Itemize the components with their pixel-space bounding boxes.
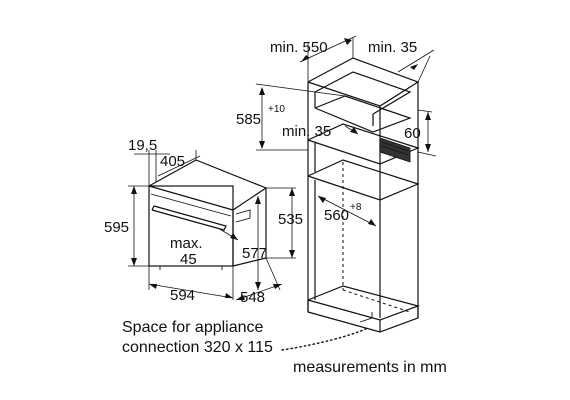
oven-door-handle [151,205,227,231]
cabinet-depth-label: min. 35 [368,39,417,56]
dim-oven-height: 595 [104,185,149,267]
niche-width-tolerance: +8 [350,202,362,213]
oven-depth-label: 548 [240,289,265,306]
dim-door-height: 577 [242,196,267,290]
connection-note-line2: connection 320 x 115 [122,339,273,356]
units-note: measurements in mm [293,359,447,376]
dim-cabinet-width: min. 550 [270,35,357,82]
dim-vent: 60 [404,109,437,157]
niche-height-label: 585 [236,111,261,128]
dim-niche-width: 560 +8 [317,195,377,227]
cabinet-inner-top [314,71,412,115]
cabinet-top-outline [307,57,420,107]
oven-height-label: 595 [104,219,129,236]
oven-width-label: 594 [170,287,195,304]
inner-height-label: 535 [278,211,303,228]
oven-drawing [148,159,268,270]
connection-leader [281,327,369,351]
dim-oven-width: 594 [148,266,234,304]
connection-note-line1: Space for appliance [122,319,264,336]
dim-rear-gap: min. 35 [282,123,359,140]
dim-oven-depth: 548 [235,257,283,306]
notes: Space for appliance connection 320 x 115… [122,319,447,376]
door-height-label: 577 [242,245,267,262]
cabinet-upper-shelf [314,95,412,133]
dim-max-projection: max. 45 [170,227,239,268]
dim-inner-height: 535 [266,187,303,259]
cabinet-width-label: min. 550 [270,39,328,56]
max-label-line1: max. [170,235,203,252]
niche-bottom-board [307,159,420,201]
niche-height-tolerance: +10 [268,104,285,115]
niche-top-board [307,123,420,165]
front-offset-label: 19,5 [128,137,157,154]
oven-top [148,159,268,211]
max-label-line2: 45 [180,251,197,268]
cabinet-bottom [307,285,420,321]
dim-body-depth: 405 [157,150,201,177]
niche-width-label: 560 [324,207,349,224]
dim-cabinet-depth: min. 35 [368,39,435,83]
vent-label: 60 [404,125,421,142]
cabinet-drawing [307,57,420,333]
dim-front-offset: 19,5 [128,137,170,186]
rear-gap-label: min. 35 [282,123,331,140]
dim-niche-height: 585 +10 [236,83,346,151]
body-depth-label: 405 [160,153,185,170]
